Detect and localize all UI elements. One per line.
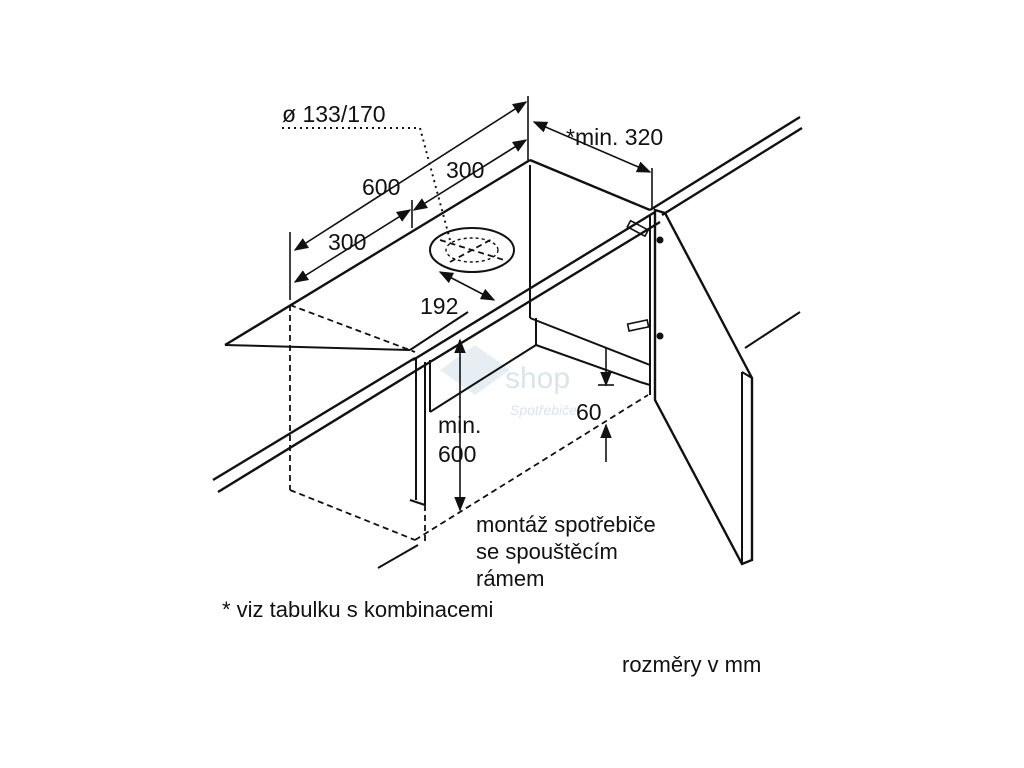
label-hole-192: 192 (420, 293, 458, 319)
label-depth-600: 600 (362, 174, 400, 200)
note-installation-line3: rámem (476, 566, 544, 591)
hinge-top-pin-icon (656, 236, 664, 244)
label-duct-diameter: ø 133/170 (282, 101, 386, 127)
watermark-logo-icon (440, 345, 510, 395)
dimension-lines (289, 96, 653, 512)
label-depth-300-front: 300 (328, 229, 366, 255)
dim-600 (293, 101, 528, 251)
watermark-brand: shop (505, 362, 570, 395)
watermark-sub: Spotřebiče (510, 402, 577, 418)
label-depth-300-back: 300 (446, 157, 484, 183)
appliance-dashed-outline (289, 304, 649, 569)
dim-min-320 (532, 121, 652, 173)
cabinet-top-band (212, 115, 803, 494)
cabinet-door (626, 208, 801, 566)
label-height-600: 600 (438, 441, 476, 467)
hinge-bottom-icon (626, 319, 650, 332)
note-installation-line1: montáž spotřebiče (476, 512, 656, 537)
label-gap-60: 60 (576, 399, 602, 425)
label-min-320: *min. 320 (566, 124, 663, 150)
duct-hole (429, 227, 515, 273)
dim-192 (438, 271, 496, 301)
note-installation-line2: se spouštěcím (476, 539, 618, 564)
hinge-bottom-pin-icon (656, 332, 664, 340)
label-height-min: min. (438, 412, 481, 438)
note-units: rozměry v mm (622, 652, 761, 677)
note-see-table: * viz tabulku s kombinacemi (222, 597, 493, 622)
hinge-top-icon (626, 219, 650, 238)
cabinet-body (409, 165, 651, 506)
